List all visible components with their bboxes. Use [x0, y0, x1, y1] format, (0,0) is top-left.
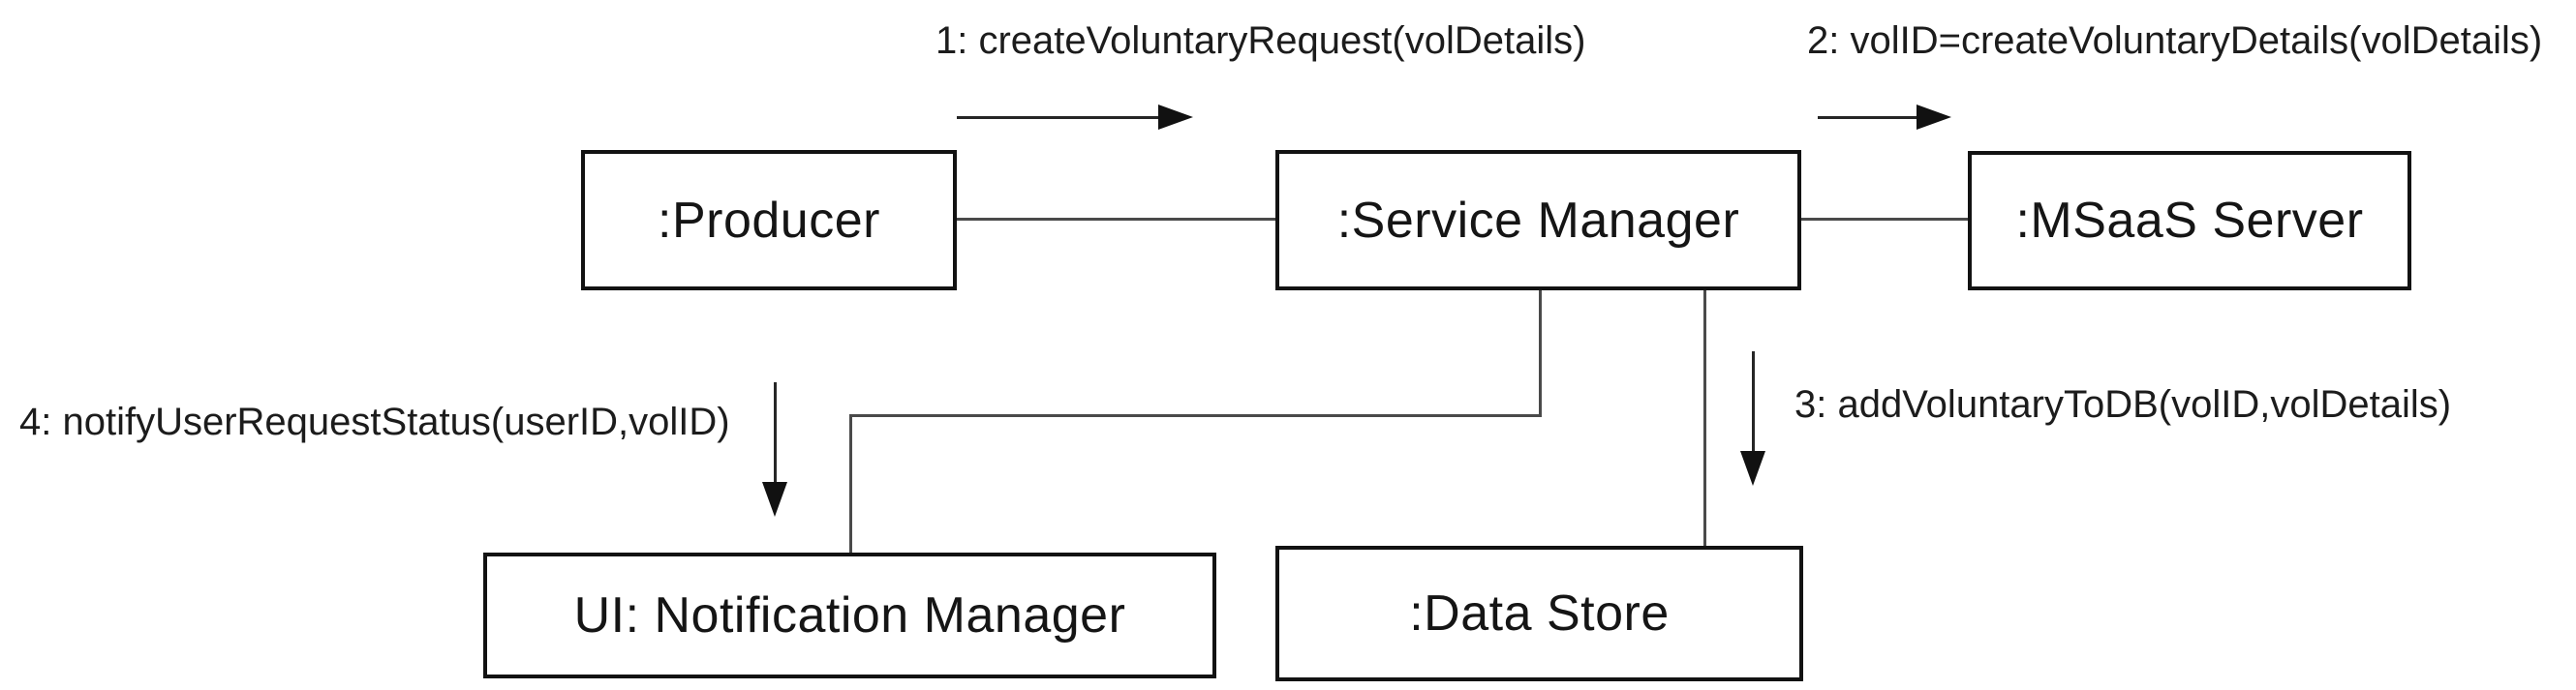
object-box-service-manager: :Service Manager — [1275, 150, 1801, 290]
arrow-shaft — [957, 116, 1160, 119]
object-label-msaas-server: :MSaaS Server — [2015, 193, 2364, 249]
message-label-1: 1: createVoluntaryRequest(volDetails) — [935, 19, 1586, 62]
arrow-shaft — [1818, 116, 1919, 119]
object-box-notification-manager: UI: Notification Manager — [483, 553, 1216, 678]
object-box-producer: :Producer — [581, 150, 957, 290]
arrowhead-down-icon — [762, 482, 787, 517]
object-label-service-manager: :Service Manager — [1336, 192, 1740, 249]
link-service-manager-data-store — [1703, 288, 1706, 548]
arrow-shaft — [1752, 351, 1755, 453]
arrow-shaft — [774, 382, 777, 484]
link-producer-service-manager — [957, 218, 1275, 221]
object-label-producer: :Producer — [658, 192, 880, 249]
link-service-manager-notification-segment-horizontal — [849, 414, 1542, 417]
object-box-data-store: :Data Store — [1275, 546, 1803, 681]
arrowhead-right-icon — [1917, 105, 1951, 130]
link-service-manager-msaas-server — [1801, 218, 1968, 221]
message-label-2: 2: volID=createVoluntaryDetails(volDetai… — [1807, 19, 2543, 62]
object-label-data-store: :Data Store — [1409, 585, 1670, 642]
arrowhead-down-icon — [1740, 451, 1765, 486]
arrowhead-right-icon — [1158, 105, 1193, 130]
link-service-manager-notification-segment-vertical — [1539, 288, 1542, 416]
link-service-manager-notification-segment-drop — [849, 414, 852, 556]
object-box-msaas-server: :MSaaS Server — [1968, 151, 2411, 290]
object-label-notification-manager: UI: Notification Manager — [573, 587, 1126, 644]
message-label-4: 4: notifyUserRequestStatus(userID,volID) — [19, 401, 730, 443]
message-label-3: 3: addVoluntaryToDB(volID,volDetails) — [1794, 383, 2452, 426]
